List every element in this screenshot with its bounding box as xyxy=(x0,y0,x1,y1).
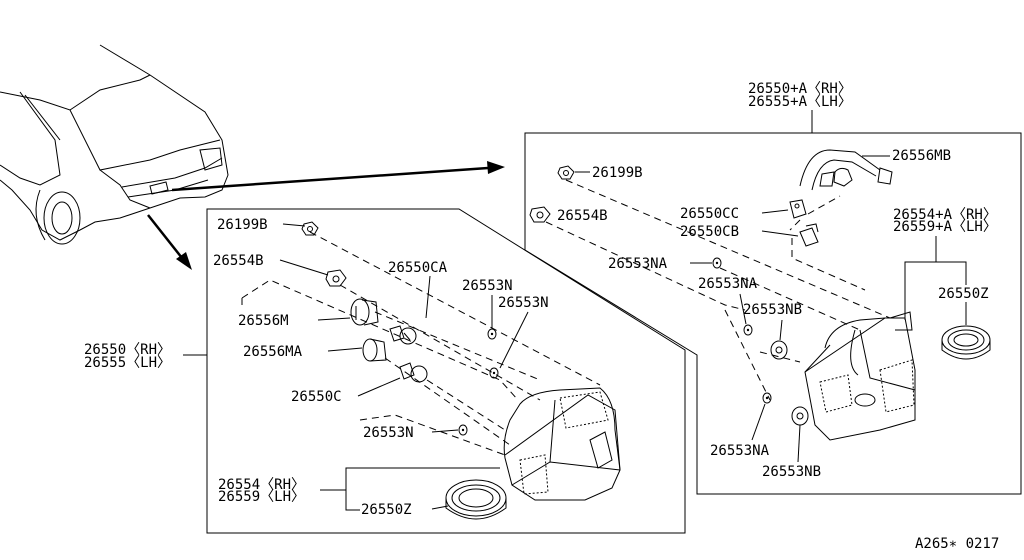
grommet-icon xyxy=(529,206,551,223)
right-label-socket-cb: 26550CB xyxy=(680,224,739,240)
tail-lamp-lens xyxy=(804,311,916,441)
left-label-seal: 26550Z xyxy=(361,502,412,518)
left-label-washer-1: 26553N xyxy=(462,278,513,294)
left-label-bulb-c: 26550C xyxy=(291,389,342,405)
right-label-washer-nb2: 26553NB xyxy=(762,464,821,480)
right-label-seal: 26550Z xyxy=(938,286,989,302)
left-assembly-frame xyxy=(206,208,686,534)
right-label-washer-na2: 26553NA xyxy=(698,276,758,292)
right-parts: 26556MB 26199B 26554B 26550CC 26 xyxy=(529,148,997,480)
washer-icon xyxy=(791,406,809,426)
washer-icon xyxy=(712,257,722,269)
diagram-code: A265∗ 0217 xyxy=(915,536,999,552)
right-assembly-frame xyxy=(524,132,1022,495)
right-lens-rh: 26554+A〈RH〉 xyxy=(893,207,997,223)
left-label-washer-2: 26553N xyxy=(498,295,549,311)
right-label-harness: 26556MB xyxy=(892,148,951,164)
left-label-screw: 26199B xyxy=(217,217,268,233)
right-label-washer-na1: 26553NA xyxy=(608,256,668,272)
washer-icon xyxy=(743,324,753,336)
car-rear-illustration xyxy=(0,44,229,245)
wiring-harness-icon xyxy=(799,149,893,191)
bulb-socket-icon xyxy=(350,298,379,326)
left-label-socket-ma: 26556MA xyxy=(243,344,303,360)
left-label-washer-3: 26553N xyxy=(363,425,414,441)
left-label-socket-ca: 26550CA xyxy=(388,260,448,276)
bulb-icon xyxy=(389,325,417,345)
washer-icon xyxy=(487,328,497,340)
washer-icon xyxy=(770,340,788,360)
left-label-grommet: 26554B xyxy=(213,253,264,269)
bulb-socket-icon xyxy=(362,338,387,362)
right-label-washer-na3: 26553NA xyxy=(710,443,770,459)
right-assembly-part-rh: 26550+A〈RH〉 xyxy=(748,81,852,97)
grommet-icon xyxy=(325,269,347,287)
bulb-socket-icon xyxy=(799,223,819,247)
right-label-screw: 26199B xyxy=(592,165,643,181)
left-lens-rh: 26554〈RH〉 xyxy=(218,477,305,493)
tail-lamp-lens xyxy=(503,387,621,501)
screw-icon xyxy=(301,221,319,236)
right-label-grommet: 26554B xyxy=(557,208,608,224)
left-assembly-part-lh: 26555〈LH〉 xyxy=(84,355,171,371)
left-label-socket-m: 26556M xyxy=(238,313,289,329)
left-lens-lh: 26559〈LH〉 xyxy=(218,489,305,505)
screw-icon xyxy=(557,165,575,180)
bulb-icon xyxy=(399,362,428,383)
washer-icon xyxy=(458,424,468,436)
pointer-arrows xyxy=(147,161,505,270)
left-assembly-part-rh: 26550〈RH〉 xyxy=(84,342,171,358)
washer-icon xyxy=(762,392,772,404)
right-lens-lh: 26559+A〈LH〉 xyxy=(893,219,997,235)
seal-ring-icon xyxy=(941,325,991,360)
washer-icon xyxy=(489,367,499,379)
right-label-socket-cc: 26550CC xyxy=(680,206,739,222)
bulb-socket-icon xyxy=(789,199,807,219)
seal-ring-icon xyxy=(445,479,507,520)
left-parts: 26199B 26554B 26550CA 26556M xyxy=(213,217,621,520)
right-label-washer-nb1: 26553NB xyxy=(743,302,802,318)
right-assembly-part-lh: 26555+A〈LH〉 xyxy=(748,94,852,110)
